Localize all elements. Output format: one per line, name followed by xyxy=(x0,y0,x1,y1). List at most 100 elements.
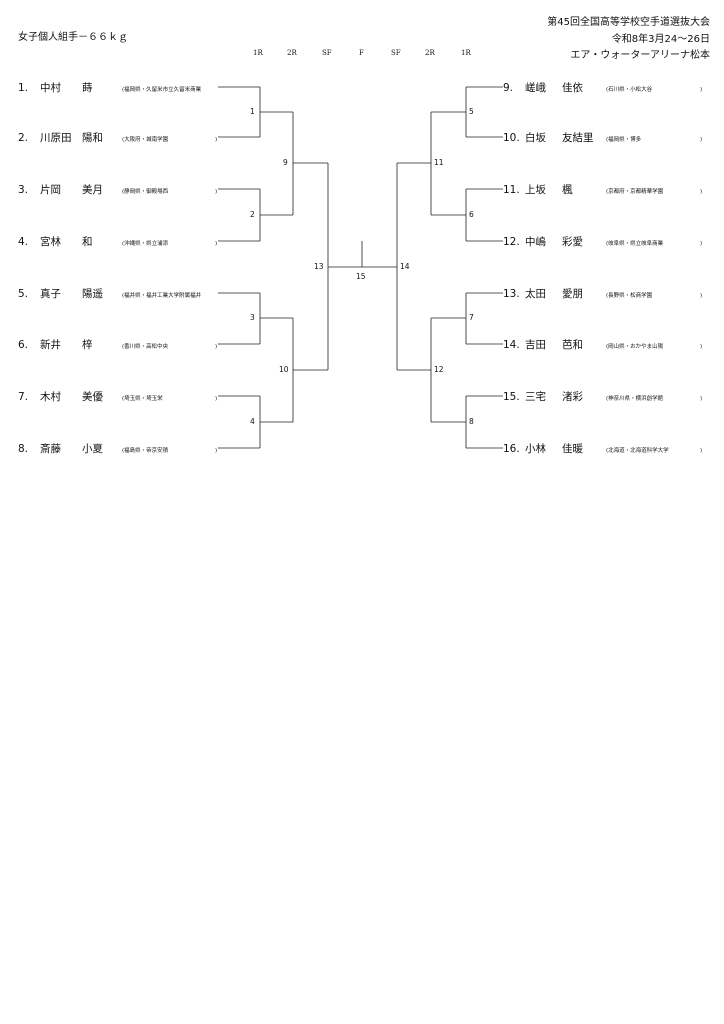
player-school: (埼玉県・埼玉栄 xyxy=(122,396,163,402)
player-surname: 三宅 xyxy=(525,391,546,403)
player-surname: 片岡 xyxy=(40,184,61,196)
player-given-name: 愛朋 xyxy=(562,288,583,300)
match-number-4: 4 xyxy=(250,417,255,426)
match-number-9: 9 xyxy=(283,158,288,167)
player-school-close: ) xyxy=(215,189,218,195)
match-number-15: 15 xyxy=(356,272,366,281)
match-number-12: 12 xyxy=(434,365,444,374)
match-number-7: 7 xyxy=(469,313,474,322)
player-given-name: 彩愛 xyxy=(562,236,583,248)
player-school-close: ) xyxy=(700,189,703,195)
player-given-name: 美優 xyxy=(82,391,103,403)
player-school: (石川県・小松大谷 xyxy=(606,87,653,93)
player-given-name: 小夏 xyxy=(82,443,103,455)
player-surname: 川原田 xyxy=(40,132,72,144)
player-given-name: 陽和 xyxy=(82,132,103,144)
player-surname: 新井 xyxy=(40,339,61,351)
player-surname: 小林 xyxy=(525,443,546,455)
player-school-close: ) xyxy=(215,137,218,143)
match-number-3: 3 xyxy=(250,313,255,322)
player-seed: 16. xyxy=(503,443,520,455)
player-seed: 13. xyxy=(503,288,520,300)
player-school: (福岡県・博多 xyxy=(606,137,642,143)
player-entry-12: 12.中嶋彩愛(岐阜県・県立岐阜商業) xyxy=(503,234,702,248)
player-entry-4: 4.宮林和(沖縄県・県立浦添) xyxy=(18,234,217,248)
player-given-name: 美月 xyxy=(82,184,103,196)
player-school: (福井県・福井工業大学附属福井 xyxy=(122,293,202,299)
player-school-close: ) xyxy=(700,344,703,350)
round-label-left-1r: 1R xyxy=(253,49,263,57)
player-given-name: 渚彩 xyxy=(562,391,583,403)
player-entry-6: 6. 新井 梓 (香川県・高松中央) xyxy=(18,337,217,351)
player-school: (大阪府・城南学園 xyxy=(122,137,169,143)
player-given-name: 楓 xyxy=(562,184,573,196)
player-seed: 6. xyxy=(18,339,29,351)
player-school: (京都府・京都精華学園 xyxy=(606,189,664,195)
player-school: (福岡県・久留米市立久留米商業 xyxy=(122,87,202,93)
player-surname: 白坂 xyxy=(525,132,546,144)
player-surname: 斎藤 xyxy=(40,443,61,455)
player-school-close: ) xyxy=(700,448,703,454)
player-school: (沖縄県・県立浦添 xyxy=(122,241,169,247)
tournament-name: 第45回全国高等学校空手道選抜大会 xyxy=(547,17,710,28)
round-label-right-sf: SF xyxy=(391,49,401,57)
player-surname: 中嶋 xyxy=(525,236,546,248)
player-given-name: 蒔 xyxy=(82,82,93,94)
player-entry-13: 13.太田愛朋(長野県・松商学園) xyxy=(503,286,702,300)
player-seed: 4. xyxy=(18,236,29,248)
player-surname: 太田 xyxy=(525,288,546,300)
player-surname: 真子 xyxy=(40,288,61,300)
player-seed: 1. xyxy=(18,82,29,94)
player-school: (静岡県・御殿場西 xyxy=(122,189,169,195)
player-seed: 14. xyxy=(503,339,520,351)
player-seed: 11. xyxy=(503,184,520,196)
player-school-close: ) xyxy=(700,137,703,143)
tournament-dates: 令和8年3月24～26日 xyxy=(611,34,710,45)
round-label-left-sf: SF xyxy=(322,49,332,57)
player-school-close: ) xyxy=(215,448,218,454)
player-school: (福島県・帝京安積 xyxy=(122,448,169,454)
player-given-name: 梓 xyxy=(82,339,93,351)
round-label-final: F xyxy=(359,49,364,57)
player-given-name: 友結里 xyxy=(562,132,594,144)
round-label-left-2r: 2R xyxy=(287,49,297,57)
player-seed: 10. xyxy=(503,132,520,144)
player-entry-8: 8. 斎藤 小夏 (福島県・帝京安積) xyxy=(18,441,217,455)
player-entry-1: 1.中村蒔(福岡県・久留米市立久留米商業 xyxy=(18,80,201,94)
player-seed: 5. xyxy=(18,288,29,300)
player-school: (香川県・高松中央 xyxy=(122,344,169,350)
player-school-close: ) xyxy=(215,396,218,402)
player-school: (岡山県・おかやま山陽 xyxy=(606,344,664,350)
player-entry-11: 11.上坂楓(京都府・京都精華学園) xyxy=(503,182,702,196)
player-given-name: 佳依 xyxy=(562,82,583,94)
player-entry-5: 5. 真子 陽遥 (福井県・福井工業大学附属福井 xyxy=(18,286,201,300)
player-given-name: 芭和 xyxy=(562,339,583,351)
round-label-right-1r: 1R xyxy=(461,49,471,57)
player-given-name: 陽遥 xyxy=(82,288,103,300)
player-entry-10: 10. 白坂 友結里 (福岡県・博多) xyxy=(503,130,702,144)
player-entry-3: 3. 片岡 美月 (静岡県・御殿場西) xyxy=(18,182,217,196)
player-seed: 7. xyxy=(18,391,29,403)
player-given-name: 和 xyxy=(82,236,93,248)
player-seed: 12. xyxy=(503,236,520,248)
match-number-1: 1 xyxy=(250,107,255,116)
player-school-close: ) xyxy=(700,87,703,93)
player-seed: 15. xyxy=(503,391,520,403)
match-number-13: 13 xyxy=(314,262,324,271)
player-surname: 嵯峨 xyxy=(525,82,546,94)
player-school: (神奈川県・横浜創学館 xyxy=(606,396,664,402)
event-title: 女子個人組手－６６ｋｇ xyxy=(18,32,128,43)
player-school-close: ) xyxy=(215,344,218,350)
match-number-14: 14 xyxy=(400,262,410,271)
player-surname: 木村 xyxy=(40,391,61,403)
player-school: (長野県・松商学園 xyxy=(606,293,653,299)
round-label-right-2r: 2R xyxy=(425,49,435,57)
player-surname: 宮林 xyxy=(40,236,61,248)
player-surname: 吉田 xyxy=(525,339,546,351)
player-seed: 9. xyxy=(503,82,514,94)
tournament-venue: エア・ウォーターアリーナ松本 xyxy=(570,50,710,61)
match-number-2: 2 xyxy=(250,210,255,219)
player-school: (岐阜県・県立岐阜商業 xyxy=(606,241,664,247)
player-seed: 3. xyxy=(18,184,29,196)
player-seed: 8. xyxy=(18,443,29,455)
